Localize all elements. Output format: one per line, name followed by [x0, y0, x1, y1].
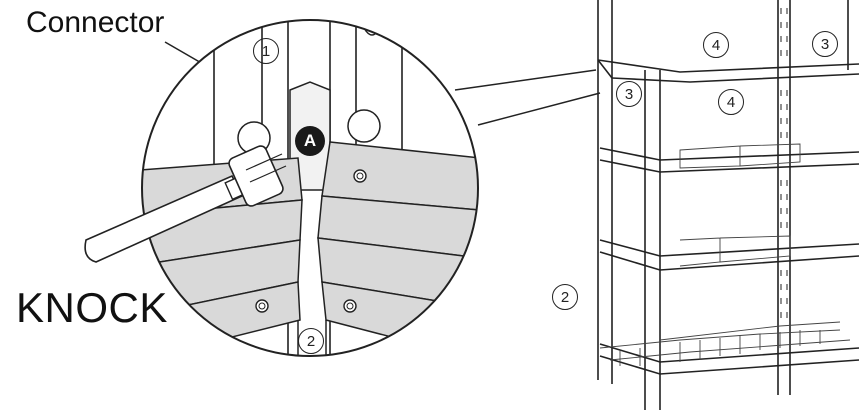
zoom-line-top — [454, 69, 597, 91]
callout-frame-left: 2 — [552, 284, 578, 310]
callout-shelf-second-left: 3 — [616, 81, 642, 107]
callout-detail-1: 1 — [253, 38, 279, 64]
callout-shelf-top-center: 4 — [703, 32, 729, 58]
callout-shelf-second-center: 4 — [718, 89, 744, 115]
detail-circle-outline — [141, 19, 479, 357]
zoom-line-bottom — [477, 92, 601, 126]
connector-label: Connector — [26, 6, 165, 39]
knock-label: KNOCK — [16, 284, 168, 331]
post-slots — [780, 8, 788, 318]
shelving-unit — [597, 0, 859, 410]
mallet-icon — [84, 145, 287, 263]
callout-detail-2: 2 — [298, 328, 324, 354]
callout-shelf-top-right: 3 — [812, 31, 838, 57]
part-a-badge: A — [295, 126, 325, 156]
wire-mesh — [599, 143, 851, 366]
